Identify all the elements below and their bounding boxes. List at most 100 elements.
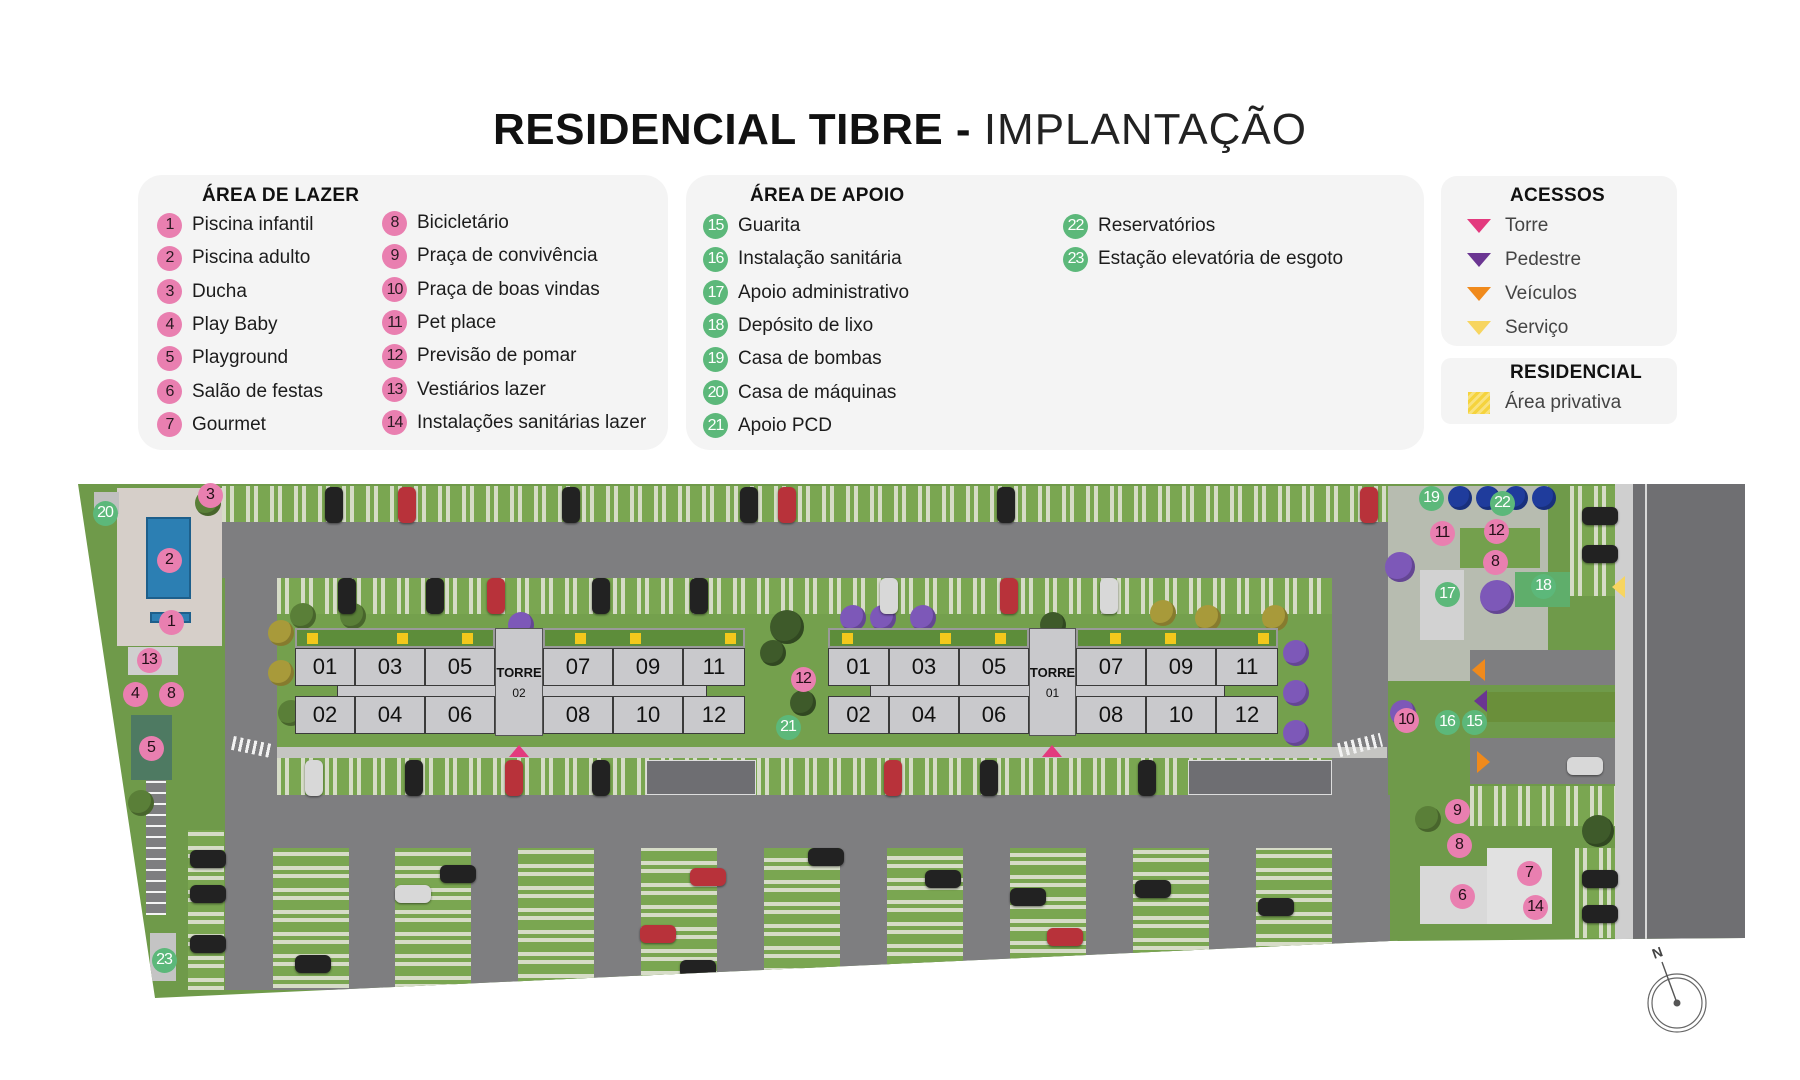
- car: [305, 760, 323, 796]
- map-marker-18[interactable]: 18: [1530, 573, 1556, 599]
- legend-area-privativa: Área privativa: [1468, 390, 1621, 416]
- car: [1360, 487, 1378, 523]
- tower-02-unit: 09: [613, 648, 683, 686]
- tower-02: 01 03 05 07 09 11 02 04 06 08 10 12 TORR…: [295, 628, 745, 736]
- title-bold: RESIDENCIAL TIBRE -: [493, 105, 972, 154]
- map-marker-1[interactable]: 1: [158, 609, 184, 635]
- parking-block-6: [764, 848, 840, 980]
- tower-02-unit: 10: [613, 696, 683, 734]
- car: [690, 578, 708, 614]
- car: [690, 868, 726, 886]
- map-marker-6[interactable]: 6: [1449, 883, 1475, 909]
- street-line: [1645, 484, 1647, 940]
- legend-acessos-title: ACESSOS: [1510, 185, 1606, 206]
- number-badge-icon: 19: [703, 346, 728, 372]
- number-badge-icon: 4: [157, 312, 182, 338]
- tower-02-label: TORRE: [496, 664, 542, 680]
- tree: [128, 790, 154, 816]
- number-badge-icon: 2: [157, 245, 182, 271]
- veiculos-access-icon: [1477, 751, 1490, 773]
- map-marker-9[interactable]: 9: [1444, 798, 1470, 824]
- tower-02-unit: 11: [683, 648, 745, 686]
- map-marker-14[interactable]: 14: [1522, 894, 1548, 920]
- walkway-towers: [277, 747, 1387, 758]
- legend-item-label: Praça de convivência: [417, 245, 598, 267]
- tower-02-core: TORRE 02: [495, 628, 543, 736]
- car: [405, 760, 423, 796]
- map-marker-13[interactable]: 13: [136, 647, 162, 673]
- tower-01-unit: 09: [1146, 648, 1216, 686]
- map-marker-20[interactable]: 20: [92, 500, 118, 526]
- number-badge-icon: 7: [157, 412, 182, 438]
- legend-item-label: Piscina infantil: [192, 214, 314, 235]
- map-marker-3[interactable]: 3: [197, 482, 223, 508]
- tower-02-unit: 06: [425, 696, 495, 734]
- legend-acesso-servico: Serviço: [1467, 315, 1568, 341]
- pedestre-access-icon: [1474, 690, 1487, 712]
- triangle-torre-icon: [1467, 219, 1491, 233]
- servico-access-icon: [1612, 576, 1625, 598]
- map-marker-2[interactable]: 2: [156, 547, 182, 573]
- tower-01-unit: 05: [959, 648, 1029, 686]
- map-marker-21[interactable]: 21: [775, 714, 801, 740]
- tower-02-unit: 12: [683, 696, 745, 734]
- map-marker-7[interactable]: 7: [1516, 860, 1542, 886]
- map-marker-8[interactable]: 8: [1446, 832, 1472, 858]
- compass-label: N: [1650, 943, 1665, 961]
- number-badge-icon: 23: [1063, 246, 1088, 272]
- map-marker-12[interactable]: 12: [1483, 518, 1509, 544]
- number-badge-icon: 12: [382, 343, 407, 369]
- map-marker-10[interactable]: 10: [1393, 707, 1419, 733]
- tree: [1283, 680, 1309, 706]
- map-marker-19[interactable]: 19: [1418, 485, 1444, 511]
- map-marker-15[interactable]: 15: [1461, 709, 1487, 735]
- car: [640, 925, 676, 943]
- car: [1138, 760, 1156, 796]
- map-marker-4[interactable]: 4: [122, 681, 148, 707]
- car: [295, 955, 331, 973]
- reservoir-1: [1448, 486, 1472, 510]
- north-compass-icon: N: [1647, 943, 1707, 1033]
- car: [426, 578, 444, 614]
- map-marker-16[interactable]: 16: [1434, 709, 1460, 735]
- legend-item-label: Bicicletário: [417, 212, 509, 233]
- legend-item-label: Salão de festas: [192, 380, 323, 402]
- car: [190, 885, 226, 903]
- map-marker-12[interactable]: 12: [790, 666, 816, 692]
- tree: [268, 660, 294, 686]
- tree: [1283, 640, 1309, 666]
- parking-block-7: [887, 848, 963, 978]
- tower-01-unit: 04: [889, 696, 959, 734]
- torre-access-icon: [1042, 745, 1062, 757]
- tower-01-balcony-strip-right: [1076, 628, 1278, 648]
- hatched-square-icon: [1468, 392, 1490, 414]
- map-marker-17[interactable]: 17: [1434, 581, 1460, 607]
- car: [740, 487, 758, 523]
- map-marker-11[interactable]: 11: [1429, 520, 1455, 546]
- map-marker-23[interactable]: 23: [151, 947, 177, 973]
- legend-apoio-title: ÁREA DE APOIO: [750, 185, 905, 206]
- number-badge-icon: 10: [382, 277, 407, 303]
- map-marker-8[interactable]: 8: [1482, 549, 1508, 575]
- legend-item-label: Instalações sanitárias lazer: [417, 411, 647, 433]
- parking-moto-left: [146, 780, 166, 915]
- legend-apoio-panel: [686, 175, 1424, 450]
- car: [880, 578, 898, 614]
- map-marker-22[interactable]: 22: [1489, 490, 1515, 516]
- veiculos-access-icon: [1472, 659, 1485, 681]
- parking-right-bottom: [1575, 848, 1615, 938]
- number-badge-icon: 5: [157, 345, 182, 371]
- legend-item-label: Depósito de lixo: [738, 314, 874, 336]
- map-marker-8[interactable]: 8: [158, 681, 184, 707]
- map-marker-5[interactable]: 5: [138, 735, 164, 761]
- parking-lower-median: [277, 758, 1332, 795]
